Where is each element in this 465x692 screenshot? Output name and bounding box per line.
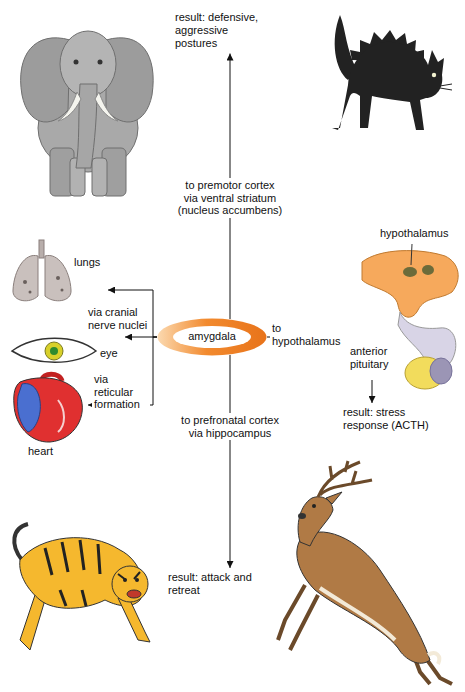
result-text: result: defensive, aggressive postures: [172, 8, 272, 54]
node-text: result: defensive, aggressive postures: [175, 11, 269, 51]
heart-illustration: [14, 374, 83, 442]
heart-figure: heart: [8, 373, 88, 461]
eye-illustration: [12, 338, 96, 362]
figure-label: heart: [28, 445, 53, 458]
pathway-label: to hypothalamus: [270, 321, 350, 348]
figure-label: anterior pituitary: [350, 345, 405, 371]
pathway-label: via cranial nerve nuclei: [86, 305, 150, 332]
pathway-label: via reticular formation: [92, 372, 150, 412]
node-text: amygdala: [188, 330, 236, 343]
node-text: result: stress response (ACTH): [343, 406, 429, 432]
ring-outer: [158, 319, 267, 356]
result-text: result: stress response (ACTH): [340, 403, 432, 435]
lungs-figure: lungs: [10, 238, 108, 303]
figure-label: hypothalamus: [380, 227, 449, 240]
figure-label: eye: [100, 347, 118, 360]
arrow-connector: [230, 355, 231, 568]
arrow-connector: [125, 337, 157, 338]
arrow-connector: [372, 380, 373, 403]
eye-figure: eye: [8, 331, 125, 371]
node-text: result: attack and retreat: [168, 571, 252, 597]
figure-label: lungs: [74, 256, 100, 269]
cat-illustration: [332, 15, 452, 130]
lungs-illustration: [13, 240, 71, 301]
result-text: result: attack and retreat: [165, 568, 255, 600]
ring-inner: [173, 326, 251, 348]
elephant-illustration: [21, 31, 154, 196]
amygdala-ring: amygdala: [157, 318, 267, 356]
deer-illustration: [278, 461, 452, 684]
pathway-label: to premotor cortex via ventral striatum …: [175, 178, 285, 218]
pathway-label: to prefronatal cortex via hippocampus: [176, 413, 284, 440]
tiger-illustration: [14, 524, 150, 650]
hypothalamus-figure: hypothalamus anterior pituitary: [350, 225, 462, 380]
